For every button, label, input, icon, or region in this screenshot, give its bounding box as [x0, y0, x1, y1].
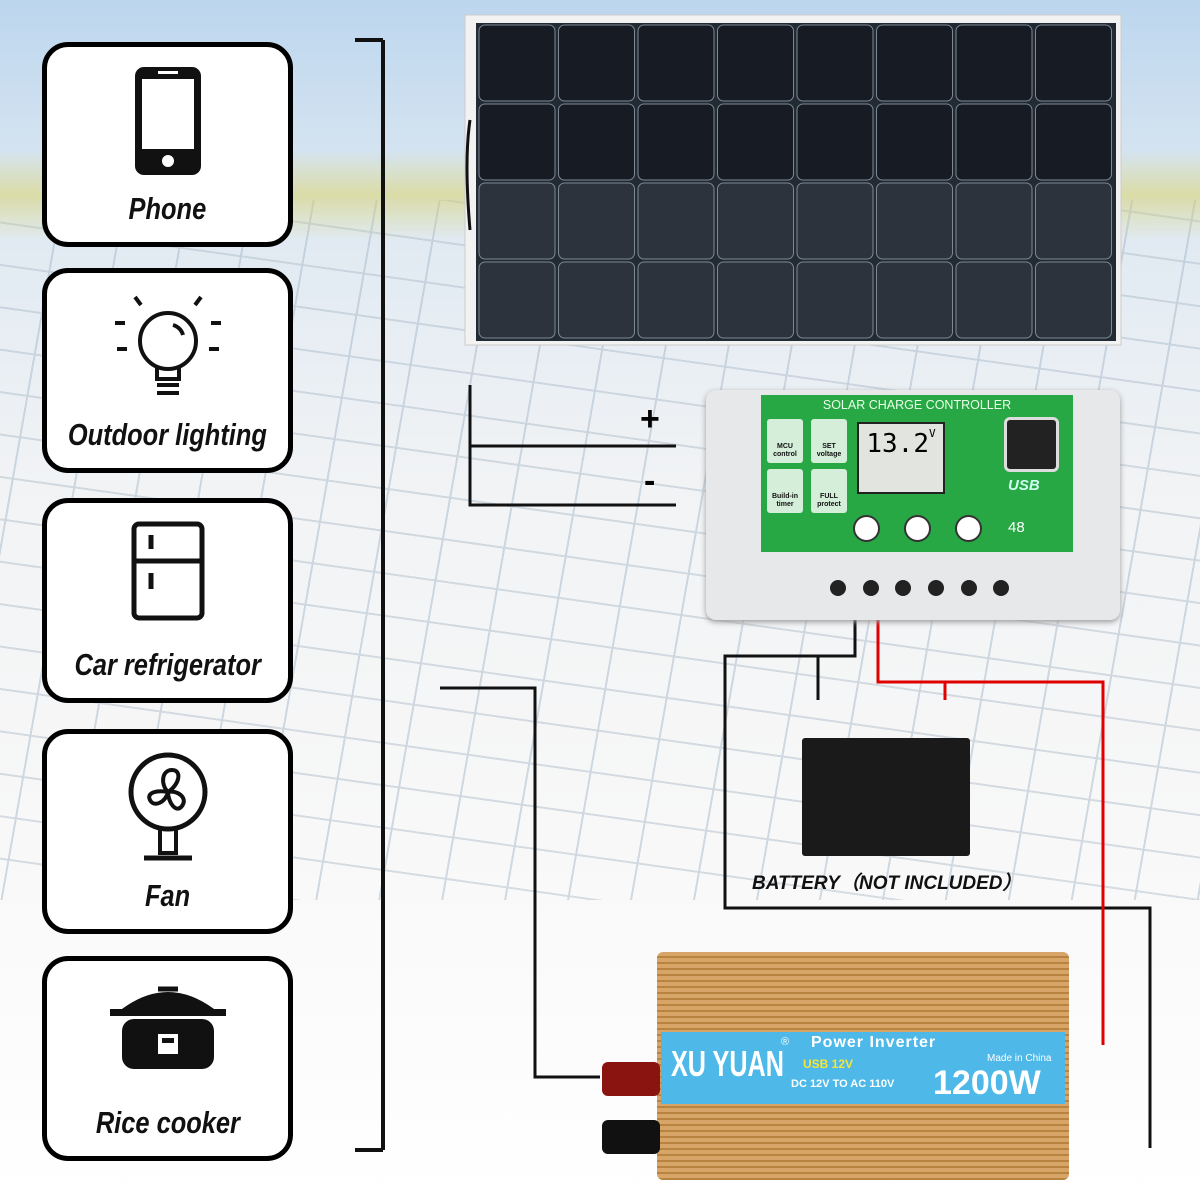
up-button[interactable] [904, 515, 931, 542]
appliance-card-fan: Fan [42, 729, 293, 934]
solar-cell [796, 261, 874, 339]
solar-cell [876, 182, 953, 260]
registered-mark: ® [781, 1036, 790, 1048]
inverter-label: XU YUAN ® Power Inverter USB 12V DC 12V … [661, 1032, 1065, 1104]
negative-sign: - [644, 462, 656, 500]
solar-charge-controller: SOLAR CHARGE CONTROLLER MCU control SET … [706, 390, 1120, 620]
appliance-label: Phone [128, 191, 207, 226]
inverter-title: Power Inverter [811, 1034, 937, 1051]
solar-cell [876, 261, 953, 339]
solar-cell [558, 24, 635, 102]
battery-label: BATTERY（NOT INCLUDED） [752, 873, 1022, 894]
solar-cell [717, 24, 794, 102]
solar-cell [478, 182, 556, 260]
lightbulb-icon [114, 295, 221, 395]
refrigerator-icon [131, 521, 204, 621]
appliance-card-rice-cooker: Rice cooker [42, 956, 293, 1161]
phone-icon [134, 67, 201, 175]
appliance-label: Outdoor lighting [67, 417, 268, 452]
solar-cell [637, 182, 715, 260]
solar-cell [637, 261, 715, 339]
terminal [863, 580, 879, 596]
solar-cell [955, 24, 1033, 102]
solar-cell [478, 103, 556, 181]
positive-wire [876, 620, 1105, 1045]
power-rating: 1200W [933, 1064, 1041, 1102]
controller-face: SOLAR CHARGE CONTROLLER MCU control SET … [761, 395, 1073, 552]
appliance-label: Car refrigerator [74, 647, 261, 682]
solar-cell [478, 261, 556, 339]
menu-button[interactable] [853, 515, 880, 542]
brand-name: XU YUAN [671, 1043, 784, 1084]
feature-mcu: MCU control [767, 419, 803, 463]
appliance-card-phone: Phone [42, 42, 293, 247]
usb-spec: USB 12V [803, 1057, 854, 1071]
rice-cooker-icon [109, 986, 226, 1069]
solar-cell [478, 24, 556, 102]
bracket-wire [468, 385, 676, 507]
down-button[interactable] [955, 515, 982, 542]
voltage-reading: 13.2 [866, 429, 929, 459]
solar-cell [717, 103, 794, 181]
positive-sign: + [640, 400, 660, 438]
lcd-display: 13.2V [857, 422, 945, 494]
solar-cell [637, 24, 715, 102]
solar-panel [464, 14, 1122, 346]
terminal [961, 580, 977, 596]
load-bracket [355, 38, 385, 1152]
appliance-card-car-refrigerator: Car refrigerator [42, 498, 293, 703]
negative-post [602, 1120, 660, 1154]
solar-cell [558, 103, 635, 181]
usb-label: USB [1008, 477, 1040, 494]
solar-cell [796, 103, 874, 181]
inverter-wire [440, 686, 600, 1079]
battery [802, 738, 970, 856]
controller-title: SOLAR CHARGE CONTROLLER [822, 398, 1012, 412]
feature-timer: Build-in timer [767, 469, 803, 513]
solar-cell [558, 261, 635, 339]
terminal [993, 580, 1009, 596]
conversion-spec: DC 12V TO AC 110V [791, 1078, 895, 1090]
solar-cell [717, 182, 794, 260]
solar-cell [955, 103, 1033, 181]
solar-cell [558, 182, 635, 260]
solar-cell [1035, 24, 1112, 102]
solar-cell [717, 261, 794, 339]
solar-cell [1035, 261, 1112, 339]
feature-set-voltage: SET voltage [811, 419, 847, 463]
solar-cell [1035, 182, 1112, 260]
solar-cell [955, 182, 1033, 260]
positive-post [602, 1062, 660, 1096]
solar-cell [876, 24, 953, 102]
solar-cell [955, 261, 1033, 339]
terminal [830, 580, 846, 596]
origin: Made in China [987, 1053, 1052, 1064]
appliance-label: Fan [144, 878, 191, 913]
solar-cell [637, 103, 715, 181]
solar-cell [796, 24, 874, 102]
solar-cell [1035, 103, 1112, 181]
voltage-unit: V [929, 427, 936, 440]
feature-protect: FULL protect [811, 469, 847, 513]
fan-icon [128, 752, 207, 861]
terminal [928, 580, 944, 596]
usb-port [1004, 417, 1059, 472]
negative-wire [723, 620, 1152, 1148]
solar-cell [796, 182, 874, 260]
solar-cell [876, 103, 953, 181]
model-number: 48 [1008, 519, 1025, 536]
appliance-label: Rice cooker [95, 1105, 240, 1140]
power-inverter: XU YUAN ® Power Inverter USB 12V DC 12V … [602, 952, 1069, 1180]
terminal [895, 580, 911, 596]
appliance-card-outdoor-lighting: Outdoor lighting [42, 268, 293, 473]
